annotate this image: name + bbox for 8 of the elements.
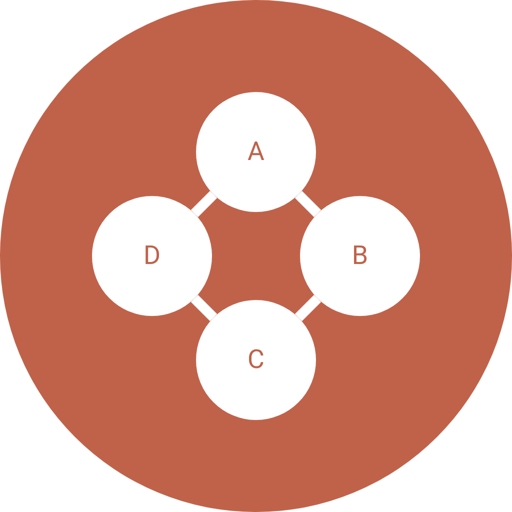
node-label: D xyxy=(143,241,161,271)
connector-line xyxy=(294,190,322,218)
node-label: B xyxy=(352,241,368,271)
node-label: C xyxy=(248,345,264,375)
node-label: A xyxy=(248,137,264,167)
connector-line xyxy=(190,294,218,322)
connector-line xyxy=(190,190,218,218)
connector-line xyxy=(294,294,322,322)
